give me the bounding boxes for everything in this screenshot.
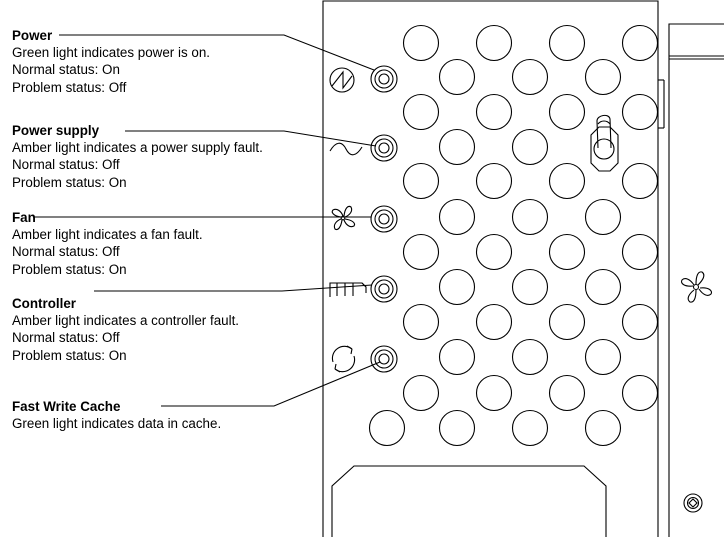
- vent-hole: [511, 58, 549, 96]
- vent-hole: [511, 268, 549, 306]
- callout-normal-status: Normal status: Off: [12, 330, 120, 346]
- callout-controller: Controller Amber light indicates a contr…: [12, 295, 312, 364]
- controller-led: [370, 275, 398, 303]
- callout-description: Green light indicates data in cache.: [12, 416, 222, 432]
- vent-hole: [548, 233, 586, 271]
- vent-hole: [402, 303, 440, 341]
- fan-icon: [331, 205, 356, 231]
- vent-hole: [475, 303, 513, 341]
- vent-hole: [438, 409, 476, 447]
- vent-hole: [621, 303, 659, 341]
- vent-hole: [548, 162, 586, 200]
- vent-hole: [402, 93, 440, 131]
- callout-normal-status: Normal status: Off: [12, 244, 120, 260]
- panel-outline: [322, 0, 659, 537]
- vent-hole: [402, 374, 440, 412]
- callout-fan: Fan Amber light indicates a fan fault. N…: [12, 209, 312, 278]
- callout-power: Power Green light indicates power is on.…: [12, 27, 312, 96]
- vent-hole: [511, 198, 549, 236]
- fan-led: [370, 205, 398, 233]
- callout-problem-status: Problem status: Off: [12, 79, 127, 95]
- fast-write-cache-led: [370, 345, 398, 373]
- callout-problem-status: Problem status: On: [12, 347, 127, 363]
- vent-hole: [475, 374, 513, 412]
- vent-hole: [511, 338, 549, 376]
- vent-hole: [475, 233, 513, 271]
- ventilation-holes: [368, 24, 659, 447]
- power-icon: [329, 67, 355, 93]
- callout-title: Power supply: [12, 123, 100, 138]
- power-leader-line: [59, 34, 375, 71]
- controller-leader-line: [94, 284, 373, 292]
- callout-title: Fast Write Cache: [12, 399, 121, 414]
- vent-hole: [475, 162, 513, 200]
- callout-fast-write-cache: Fast Write Cache Green light indicates d…: [12, 398, 312, 432]
- callout-normal-status: Normal status: Off: [12, 157, 120, 173]
- vent-hole: [621, 162, 659, 200]
- adjacent-unit-outline: [668, 23, 724, 537]
- callout-normal-status: Normal status: On: [12, 62, 120, 78]
- callout-problem-status: Problem status: On: [12, 261, 127, 277]
- power-supply-leader-line: [125, 130, 377, 147]
- vent-hole: [548, 303, 586, 341]
- vent-hole: [511, 409, 549, 447]
- callout-title: Fan: [12, 210, 36, 225]
- vent-hole: [475, 24, 513, 62]
- callout-description: Green light indicates power is on.: [12, 45, 210, 61]
- vent-hole: [621, 24, 659, 62]
- vent-hole: [438, 128, 476, 166]
- callout-power-supply: Power supply Amber light indicates a pow…: [12, 122, 312, 191]
- vent-hole: [402, 162, 440, 200]
- vent-hole: [584, 58, 622, 96]
- callout-description: Amber light indicates a power supply fau…: [12, 140, 263, 156]
- callout-title: Power: [12, 28, 53, 43]
- vent-hole: [548, 24, 586, 62]
- power-supply-icon: [329, 142, 363, 156]
- vent-hole: [475, 93, 513, 131]
- power-led: [370, 65, 398, 93]
- callout-problem-status: Problem status: On: [12, 174, 127, 190]
- vent-hole: [368, 409, 406, 447]
- fast-write-cache-leader-line: [161, 361, 381, 407]
- callout-title: Controller: [12, 296, 76, 311]
- fast-write-cache-icon: [331, 345, 356, 373]
- vent-hole: [402, 24, 440, 62]
- vent-hole: [584, 409, 622, 447]
- power-supply-led: [370, 134, 398, 162]
- panel-cutout: [331, 465, 607, 537]
- vent-hole: [621, 374, 659, 412]
- vent-hole: [621, 93, 659, 131]
- callout-description: Amber light indicates a fan fault.: [12, 227, 203, 243]
- toggle-switch-icon: [590, 114, 619, 172]
- vent-hole: [621, 233, 659, 271]
- vent-hole: [584, 268, 622, 306]
- vent-hole: [438, 58, 476, 96]
- vent-hole: [548, 93, 586, 131]
- controller-icon: [329, 282, 367, 297]
- side-fan-icon: [680, 271, 713, 303]
- callout-description: Amber light indicates a controller fault…: [12, 313, 240, 329]
- vent-hole: [548, 374, 586, 412]
- screw-icon: [683, 493, 703, 513]
- vent-hole: [438, 338, 476, 376]
- vent-hole: [402, 233, 440, 271]
- vent-hole: [438, 198, 476, 236]
- vent-hole: [584, 198, 622, 236]
- vent-hole: [438, 268, 476, 306]
- vent-hole: [511, 128, 549, 166]
- vent-hole: [584, 338, 622, 376]
